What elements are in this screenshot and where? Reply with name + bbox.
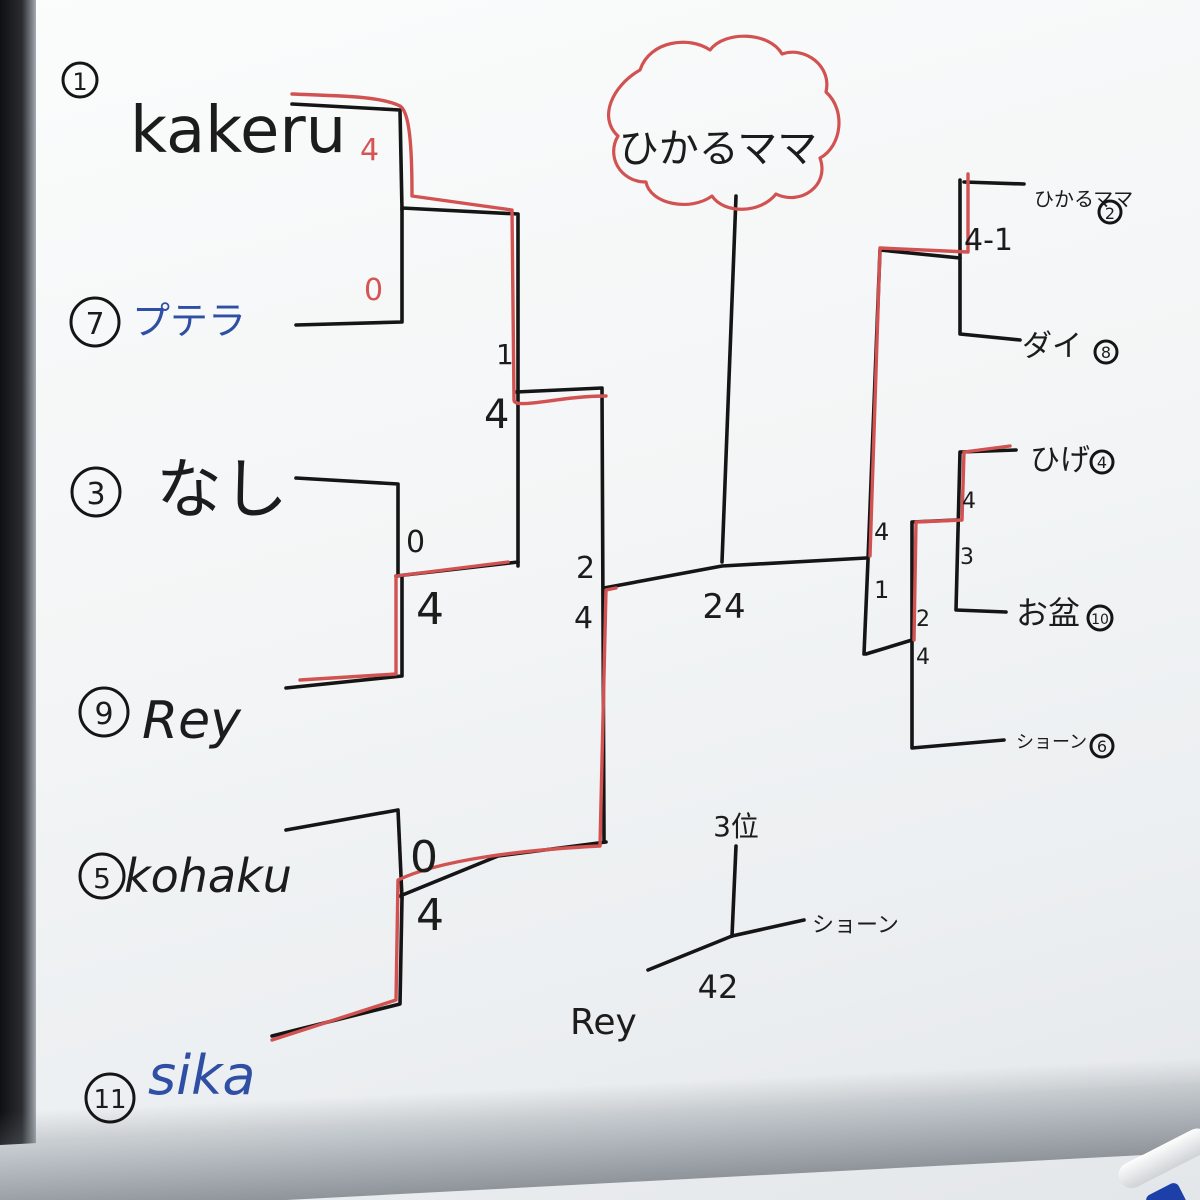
line-3rd-right <box>730 918 806 938</box>
line-sika <box>270 896 404 1038</box>
left-seed-circles <box>61 61 136 1124</box>
left-bracket-lines <box>270 102 868 1038</box>
seed-number: 5 <box>93 862 111 895</box>
third-place-title: 3位 <box>713 810 759 843</box>
entrant-name: お盆 <box>1016 594 1080 632</box>
third-place-score: 42 <box>698 968 739 1006</box>
line-dai <box>958 178 1022 342</box>
entrant-name: kakeru <box>130 94 346 168</box>
entrant-name: Rey <box>142 691 242 751</box>
score: 4 <box>962 489 976 514</box>
entrant-name: なし <box>156 451 288 528</box>
win-kakeru <box>290 92 608 406</box>
seed-circle <box>1089 449 1115 475</box>
wall-edge <box>0 0 40 1200</box>
seed-number: 11 <box>93 1085 126 1115</box>
seed-number: 10 <box>1091 612 1109 628</box>
seed-circle <box>1097 199 1123 225</box>
line-hikarumama <box>962 180 1026 186</box>
score: 3 <box>960 545 974 570</box>
line-hige <box>954 448 1018 614</box>
whiteboard <box>36 0 1200 1200</box>
seed-number: 6 <box>1097 737 1107 756</box>
right-winner-paths <box>868 172 1012 642</box>
score: 4-1 <box>964 223 1013 258</box>
score: 4 <box>484 392 509 438</box>
score: 0 <box>364 273 383 308</box>
score: 2 <box>576 551 595 586</box>
entrant-name: ひげ <box>1030 443 1090 478</box>
win-hikarumama <box>868 172 970 558</box>
score: 0 <box>410 832 438 883</box>
entrant-name: プテラ <box>132 299 246 343</box>
right-entrants: ひかるママ 2 ダイ 8 ひげ 4 お盆 10 ショーン 6 <box>1016 187 1133 759</box>
win-sika <box>270 586 618 1042</box>
line-champion-stem <box>720 194 738 564</box>
seed-circle <box>84 1072 136 1124</box>
win-hige <box>912 444 1012 642</box>
seed-number: 9 <box>94 697 113 732</box>
line-rey <box>284 574 404 690</box>
left-winner-paths <box>270 92 618 1042</box>
score: 4 <box>416 890 444 941</box>
line-m1-out <box>400 206 520 568</box>
score: 2 <box>916 607 930 632</box>
line-kohaku <box>284 808 404 900</box>
line-3rd-stem <box>730 844 738 938</box>
seed-number: 3 <box>86 477 105 512</box>
entrant-name: kohaku <box>124 849 292 903</box>
seed-circle <box>1093 339 1119 365</box>
seed-number: 2 <box>1105 204 1115 223</box>
score: 4 <box>360 133 379 168</box>
entrant-name: sika <box>148 1044 256 1107</box>
final-score: 24 <box>702 587 745 627</box>
line-nashi <box>294 476 400 578</box>
third-place-left: Rey <box>570 1002 637 1043</box>
line-3rd-left <box>646 934 734 972</box>
seed-number: 7 <box>85 307 104 342</box>
entrant-name: ショーン <box>1016 732 1087 753</box>
left-entrants: 1 kakeru 7 プテラ 3 なし 9 Rey 5 kohaku 11 si… <box>72 68 346 1115</box>
third-place-labels: 3位 Rey ショーン 42 <box>570 810 899 1043</box>
right-bracket-lines <box>862 178 1026 750</box>
line-left-final <box>602 556 868 590</box>
line-kakeru <box>290 102 404 212</box>
line-putera <box>294 208 404 327</box>
champion-name: ひかるママ <box>619 126 817 172</box>
score: 1 <box>496 338 514 371</box>
left-scores: 4 0 0 4 0 4 1 4 2 4 <box>360 133 595 941</box>
entrant-name: ダイ <box>1022 329 1082 364</box>
seed-circle <box>1086 604 1114 632</box>
score: 4 <box>416 584 444 635</box>
right-scores: 4-1 4 3 2 4 4 1 <box>874 223 1013 670</box>
score: 4 <box>874 518 889 546</box>
seed-number: 8 <box>1101 343 1111 362</box>
score: 1 <box>874 576 889 604</box>
score: 0 <box>406 525 425 560</box>
seed-circle <box>1089 733 1115 759</box>
score: 4 <box>916 645 930 670</box>
champion-cloud <box>607 34 841 211</box>
line-r-semi-out <box>864 638 914 656</box>
third-place-bracket <box>646 844 806 972</box>
center-final <box>720 194 738 564</box>
entrant-name: ひかるママ <box>1034 187 1133 211</box>
seed-circle <box>78 686 130 738</box>
seed-circle <box>70 466 122 518</box>
seed-number: 4 <box>1097 453 1107 472</box>
third-place-right: ショーン <box>812 913 899 938</box>
seed-circle <box>78 852 126 900</box>
seed-number: 1 <box>72 68 87 96</box>
score: 4 <box>574 601 593 636</box>
seed-circle <box>61 61 99 99</box>
win-rey <box>298 560 510 682</box>
seed-circle <box>69 296 121 348</box>
